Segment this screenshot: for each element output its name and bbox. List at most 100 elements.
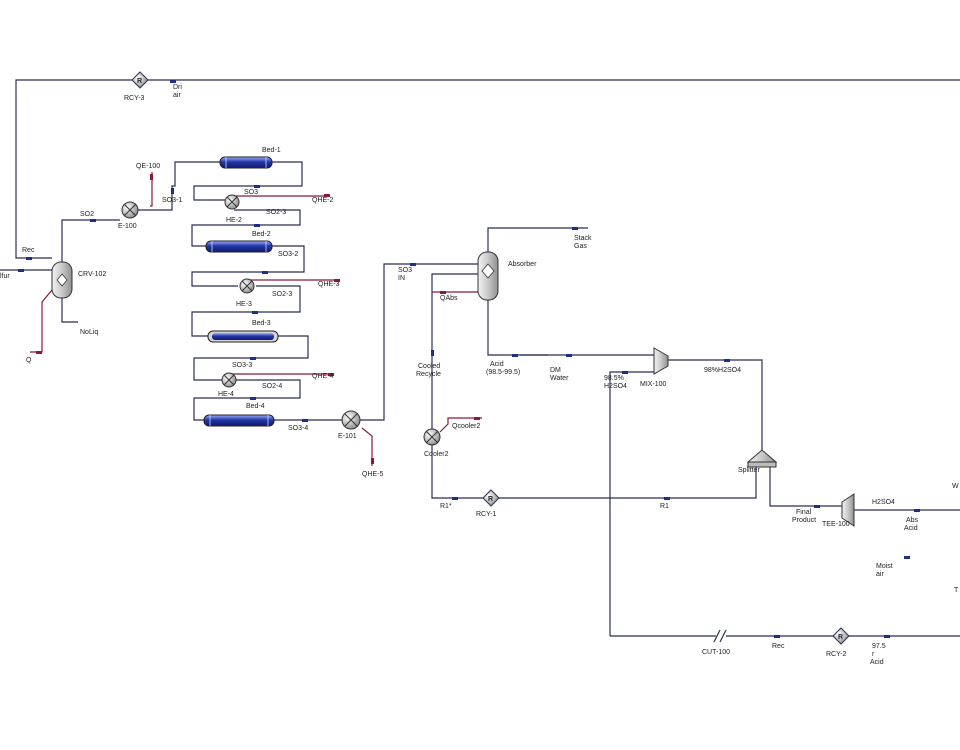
cooled-recycle-line[interactable] [431,273,478,430]
arrow [814,505,820,508]
so3in-label: SO3 [398,267,412,274]
q-energy-line[interactable] [30,289,53,353]
so3in-label-2: IN [398,275,405,282]
rcy3-unit[interactable]: R [131,71,149,89]
arrow [250,397,256,400]
dry-air-label: Dri [173,84,182,91]
splitter-unit[interactable] [746,449,778,468]
arrow [572,227,578,230]
so2-3b-label: SO2-3 [272,291,292,298]
mix-out-line[interactable] [668,359,763,450]
qhe3-label: QHE-3 [318,281,340,288]
he2-out-line[interactable] [191,209,301,247]
he2-exchanger[interactable] [224,194,240,210]
arrow [36,351,42,354]
r1-star-line[interactable] [431,445,484,499]
arrow [774,635,780,638]
bed2-out-line[interactable] [191,245,305,287]
arrow [914,509,920,512]
rcy2-unit[interactable]: R [832,627,850,645]
crv102-vessel[interactable] [51,261,73,299]
sulfur-label: lfur [0,273,10,280]
cooler2-label: Cooler2 [424,451,449,458]
he3-exchanger[interactable] [239,278,255,294]
so2-label: SO2 [80,211,94,218]
mix100-label: MIX-100 [640,381,667,388]
stack-gas-label: Stack [574,235,592,242]
mix100-mixer[interactable] [653,347,669,375]
final-product-label: Final [796,509,812,516]
rcy3-label: RCY-3 [124,95,144,102]
cut100-unit[interactable] [713,629,727,643]
final-product-line[interactable] [769,466,842,507]
bed4-reactor[interactable] [203,414,275,427]
arrow [171,188,174,194]
bed3-label: Bed-3 [252,320,271,327]
r1-line[interactable] [498,466,757,499]
rcy1-label: RCY-1 [476,511,496,518]
he4-out-line[interactable] [193,379,301,421]
final-product-label-2: Product [792,517,816,524]
splitter-label: Splitter [738,467,760,474]
crv102-label: CRV-102 [78,271,106,278]
arrow [334,279,340,282]
so3-2-label: SO3-2 [278,251,298,258]
arrow [250,357,256,360]
flow-arrows [18,80,920,638]
qhe5-line[interactable] [361,427,373,466]
acid975-label-2: r [872,651,875,658]
arrow [512,354,518,357]
cooled-recycle-label: Cooled [418,363,440,370]
moist-air-label: Moist [876,563,893,570]
so3-in-line[interactable] [360,263,478,421]
h2so4-985-label-2: H2SO4 [604,383,627,390]
dm-water-label: DM [550,367,561,374]
rec-bottom-label: Rec [772,643,785,650]
qhe2-label: QHE-2 [312,197,334,204]
he4-exchanger[interactable] [221,372,237,388]
arrow [26,257,32,260]
arrow [302,419,308,422]
so3-1-line[interactable] [138,161,222,211]
tee100-unit[interactable] [841,493,855,527]
absorber-label: Absorber [508,261,537,268]
arrow [440,291,446,294]
svg-text:R: R [137,78,142,85]
arrow [252,311,258,314]
he3-out-line[interactable] [191,285,301,337]
acid975-label: 97.5 [872,643,886,650]
arrow [262,271,268,274]
arrow [90,219,96,222]
arrow [452,497,458,500]
e101-exchanger[interactable] [341,410,361,430]
noliq-line[interactable] [61,296,78,323]
cooler2-exchanger[interactable] [423,428,441,446]
arrow [410,263,416,266]
recycle-top-line[interactable] [15,79,960,259]
e100-exchanger[interactable] [121,201,139,219]
noliq-label: NoLiq [80,329,98,336]
so2-4-label: SO2-4 [262,383,282,390]
h2so4-98pct-label: 98%H2SO4 [704,367,741,374]
stack-gas-label-2: Gas [574,243,587,250]
acid-line[interactable] [487,300,654,356]
qe100-line[interactable] [150,172,153,207]
svg-text:R: R [838,634,843,641]
bed1-label: Bed-1 [262,147,281,154]
arrow [724,359,730,362]
bed1-out-line[interactable] [193,161,303,201]
rcy1-unit[interactable]: R [482,489,500,507]
qcooler2-line[interactable] [439,417,482,433]
svg-text:R: R [488,496,493,503]
absorber-column[interactable] [477,251,499,301]
bed4-label: Bed-4 [246,403,265,410]
bed2-reactor[interactable] [205,240,273,253]
qcooler2-label: Qcooler2 [452,423,481,430]
h2so4-feed-line[interactable] [609,371,654,636]
bed1-reactor[interactable] [219,156,273,169]
dm-water-label-2: Water [550,375,569,382]
so2-line[interactable] [61,219,120,262]
so2-3a-label: SO2-3 [266,209,286,216]
bed3-reactor[interactable] [207,330,279,343]
stack-gas-line[interactable] [487,227,588,252]
